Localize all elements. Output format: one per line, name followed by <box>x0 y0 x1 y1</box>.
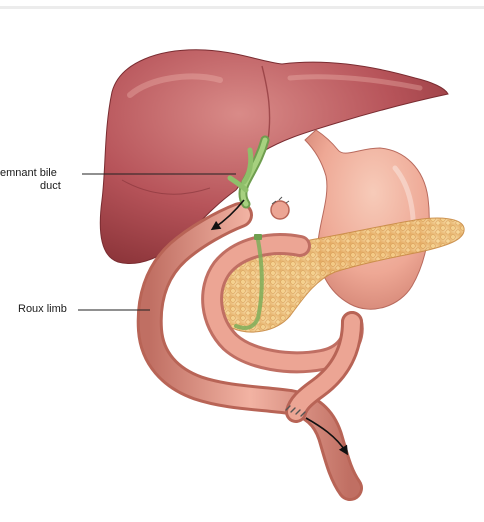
roux-limb-label: Roux limb <box>18 303 67 316</box>
stomach <box>305 130 429 309</box>
remnant-bile-duct-label-line2: duct <box>40 180 61 193</box>
remnant-bile-duct-label: emnant bile <box>0 167 57 180</box>
